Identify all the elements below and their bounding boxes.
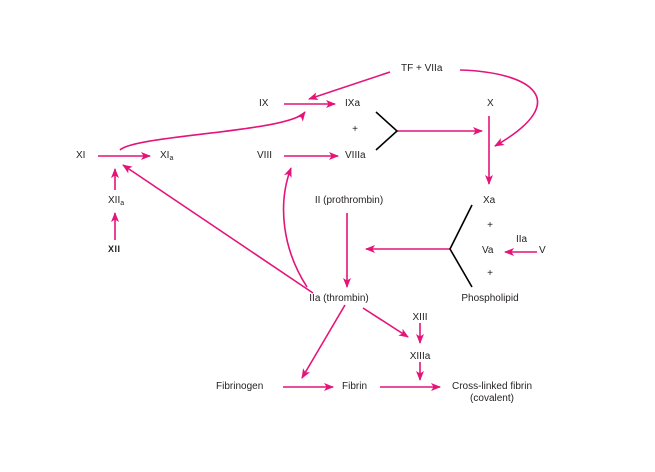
arrow-tf-to-ixa — [308, 71, 391, 100]
plus-va-phospholipid: + — [487, 268, 493, 279]
node-xiia-base: XII — [108, 195, 121, 206]
node-xiiia: XIIIa — [409, 351, 431, 362]
node-viii: VIII — [257, 150, 273, 161]
node-thrombin: IIa (thrombin) — [309, 293, 369, 304]
node-fibrin: Fibrin — [342, 381, 368, 392]
node-xia-sub: a — [169, 155, 174, 162]
plus-tenase: + — [352, 124, 358, 135]
prothrombinase-junction — [449, 204, 473, 288]
arrow-thrombin-to-fibrinogen — [301, 304, 346, 379]
crosslinked-line-1: Cross-linked fibrin — [451, 381, 533, 392]
node-ixa: IXa — [345, 98, 361, 109]
node-tf-viia: TF + VIIa — [401, 63, 443, 74]
arrow-xi-to-ixa — [119, 111, 306, 151]
node-viiia: VIIIa — [345, 150, 366, 161]
arrow-tf-to-xa — [459, 69, 539, 147]
node-iia-small: IIa — [516, 234, 528, 245]
node-v: V — [539, 245, 546, 256]
node-xi: XI — [76, 150, 86, 161]
node-x: X — [487, 98, 494, 109]
node-xiii: XIII — [412, 312, 428, 323]
crosslinked-line-2: (covalent) — [470, 393, 514, 404]
node-fibrinogen: Fibrinogen — [216, 381, 264, 392]
node-xiia: XIIa — [108, 195, 124, 207]
arrow-thrombin-to-xi — [122, 164, 314, 294]
node-ix: IX — [259, 98, 269, 109]
node-xa: Xa — [483, 195, 496, 206]
node-phospholipid: Phospholipid — [461, 293, 519, 304]
node-xia-base: XI — [160, 150, 170, 161]
arrow-thrombin-to-viii — [282, 167, 308, 288]
arrow-thrombin-to-xiiia — [362, 307, 409, 338]
node-xia: XIa — [160, 150, 173, 162]
node-xii: XII — [108, 244, 121, 254]
node-crosslinked-fibrin: Cross-linked fibrin (covalent) — [452, 381, 532, 405]
plus-xa-va: + — [487, 220, 493, 231]
node-xiia-sub: a — [120, 200, 125, 207]
node-va: Va — [482, 245, 494, 256]
node-prothrombin: II (prothrombin) — [314, 195, 384, 206]
tenase-junction — [375, 111, 399, 151]
